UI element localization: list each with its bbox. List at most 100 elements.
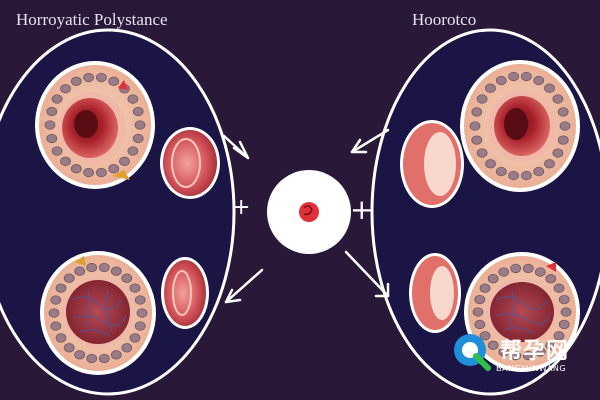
vessel-left-top <box>35 61 155 189</box>
cell-left-top <box>160 127 220 199</box>
cell-bead <box>48 308 60 318</box>
cell-bead <box>476 148 488 158</box>
cell-bead <box>522 263 534 274</box>
vessel-left-bottom <box>40 251 156 375</box>
cell-bead <box>479 331 491 341</box>
cell-bead <box>74 350 86 360</box>
watermark-logo <box>454 334 491 371</box>
title-left: Horroyatic Polystance <box>16 10 168 29</box>
cell-bead <box>50 295 62 305</box>
cell-bead <box>55 283 67 293</box>
cell-bead <box>46 133 58 144</box>
cell-bead <box>545 340 557 350</box>
cell-bead <box>485 159 496 169</box>
cell-bead <box>98 262 110 273</box>
cell-bead <box>508 170 519 181</box>
cell-bead <box>534 267 546 277</box>
cell-bead <box>50 321 62 331</box>
title-right: Hoorotco <box>412 10 477 29</box>
cell-bead <box>533 75 545 86</box>
cell-bead <box>60 156 71 166</box>
cell-bead <box>510 263 522 274</box>
cell-beads-right-bottom <box>472 263 572 361</box>
cell-bead <box>544 83 555 93</box>
cell-bead <box>498 347 510 357</box>
cell-bead <box>552 94 564 104</box>
vein-network-left <box>71 289 127 337</box>
cell-bead <box>557 135 569 145</box>
cell-bead <box>485 83 496 93</box>
cell-bead <box>121 343 133 353</box>
cell-bead <box>96 72 107 83</box>
cell-bead <box>510 350 522 361</box>
cell-bead <box>558 294 570 305</box>
cell-bead <box>472 307 484 317</box>
cell-bead <box>55 333 67 343</box>
cell-bead <box>552 148 564 158</box>
cell-bead <box>44 120 56 130</box>
center-disc <box>267 170 351 254</box>
cell-bead <box>110 266 122 276</box>
cell-bead <box>83 167 94 178</box>
cell-bead <box>521 170 532 181</box>
cell-bead <box>83 72 94 83</box>
cell-bead <box>127 94 139 104</box>
cell-bead <box>110 350 122 360</box>
cell-bead <box>51 146 63 156</box>
cell-bead <box>129 283 141 293</box>
cell-bead <box>134 321 146 331</box>
cell-bead <box>495 166 507 177</box>
cell-bead <box>553 331 565 341</box>
cell-bead <box>533 166 545 177</box>
cell-beads-left-bottom <box>48 262 148 364</box>
cell-bead <box>495 75 507 86</box>
cell-bead <box>74 266 86 276</box>
cell-bead <box>474 294 486 305</box>
watermark-subtitle: BANGYUNWANG <box>496 364 567 373</box>
watermark-brand: 帮孕网 <box>500 339 570 364</box>
cell-bead <box>60 84 71 94</box>
cell-bead <box>508 71 519 82</box>
cell-right-bottom <box>409 253 461 333</box>
cell-bead <box>86 262 98 273</box>
cell-bead <box>498 267 510 277</box>
cell-bead <box>46 106 58 117</box>
cell-bead <box>70 164 82 174</box>
plus-sign-right: + <box>350 193 374 226</box>
cell-bead <box>108 76 120 86</box>
arrow-upper-right <box>350 128 390 154</box>
cell-bead <box>559 121 571 131</box>
cell-bead <box>487 340 499 350</box>
cell-bead <box>98 353 110 364</box>
cell-bead <box>86 353 98 364</box>
cell-bead <box>132 106 144 117</box>
cell-bead <box>63 343 75 353</box>
cell-bead <box>70 76 82 86</box>
cell-bead <box>132 133 144 144</box>
cell-bead <box>553 283 565 293</box>
plus-sign-left: + <box>232 195 251 220</box>
cell-left-bottom <box>161 257 209 329</box>
cell-bead <box>544 159 555 169</box>
vessel-right-bottom <box>464 252 580 372</box>
cell-beads-right-top <box>469 71 571 181</box>
cell-bead <box>121 273 133 283</box>
arrow-lower-left <box>224 268 264 304</box>
cell-bead <box>474 319 486 330</box>
cell-bead <box>522 350 534 361</box>
cell-bead <box>534 347 546 357</box>
cell-bead <box>469 121 481 131</box>
cell-bead <box>476 94 488 104</box>
cell-bead <box>51 94 63 104</box>
cell-right-top <box>400 120 464 208</box>
cell-bead <box>136 308 148 318</box>
cell-bead <box>129 333 141 343</box>
cell-bead <box>521 71 532 82</box>
vessel-right-top <box>460 60 580 192</box>
cell-bead <box>558 319 570 330</box>
cell-bead <box>96 167 107 178</box>
vein-network-right <box>495 289 551 335</box>
cell-bead <box>63 273 75 283</box>
